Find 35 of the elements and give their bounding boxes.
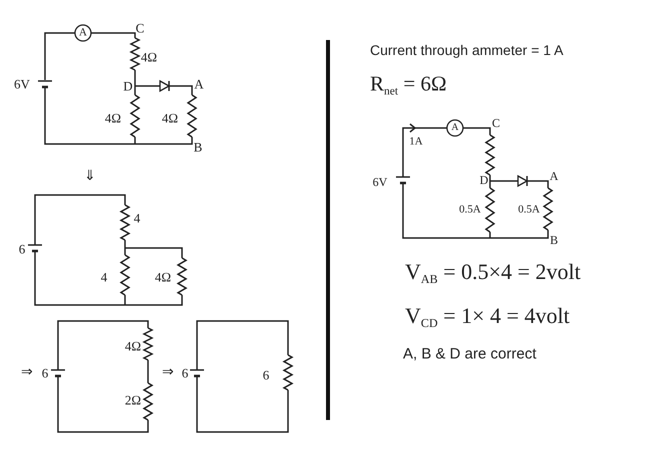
circuit-label: 6 [182, 366, 188, 380]
circuit-label: C [136, 22, 144, 34]
circuit-label: 1A [409, 136, 423, 148]
circuit-label: 4Ω [124, 340, 142, 352]
circuit-label: 6 [42, 366, 48, 380]
circuit-label: Current through ammeter = 1 A [370, 43, 564, 57]
circuit-label: 4 [134, 212, 140, 224]
circuit-label: A [194, 78, 204, 90]
circuit-label: 6V [372, 176, 388, 188]
circuit-label: 2Ω [124, 394, 142, 406]
circuit-label: 0.5A [518, 204, 540, 216]
circuit-label: V$_{CD}$ = 1× 4 = 4volt [405, 304, 570, 330]
circuit-label: 0.5A [459, 204, 481, 216]
circuit-label: 4Ω [162, 112, 178, 124]
circuit-label: R$_{net}$ = 6Ω [370, 74, 447, 98]
circuit-label: ⇒ [162, 366, 174, 380]
circuit-label: D [123, 80, 133, 92]
circuit-label: C [492, 117, 500, 129]
circuit-label: D [480, 174, 488, 186]
circuit-label: ⇓ [84, 170, 96, 184]
circuit-label: 6 [18, 242, 26, 256]
circuit-label: B [550, 234, 558, 246]
circuit-label: 6 [262, 368, 270, 382]
circuit-label: A [550, 170, 558, 182]
circuit-label: A [451, 123, 459, 133]
circuit-label: 4 [100, 270, 108, 284]
circuit-label: B [194, 140, 202, 154]
circuit-label: A [79, 28, 87, 38]
circuit-label: A, B & D are correct [403, 346, 536, 362]
circuit-label: 6V [14, 78, 30, 90]
circuit-label: ⇒ [21, 366, 33, 380]
circuit-label: 4Ω [154, 270, 172, 284]
circuit-label: V$_{AB}$ = 0.5×4 = 2volt [405, 260, 581, 286]
circuit-label: 4Ω [104, 112, 122, 124]
circuit-label: 4Ω [140, 50, 158, 64]
